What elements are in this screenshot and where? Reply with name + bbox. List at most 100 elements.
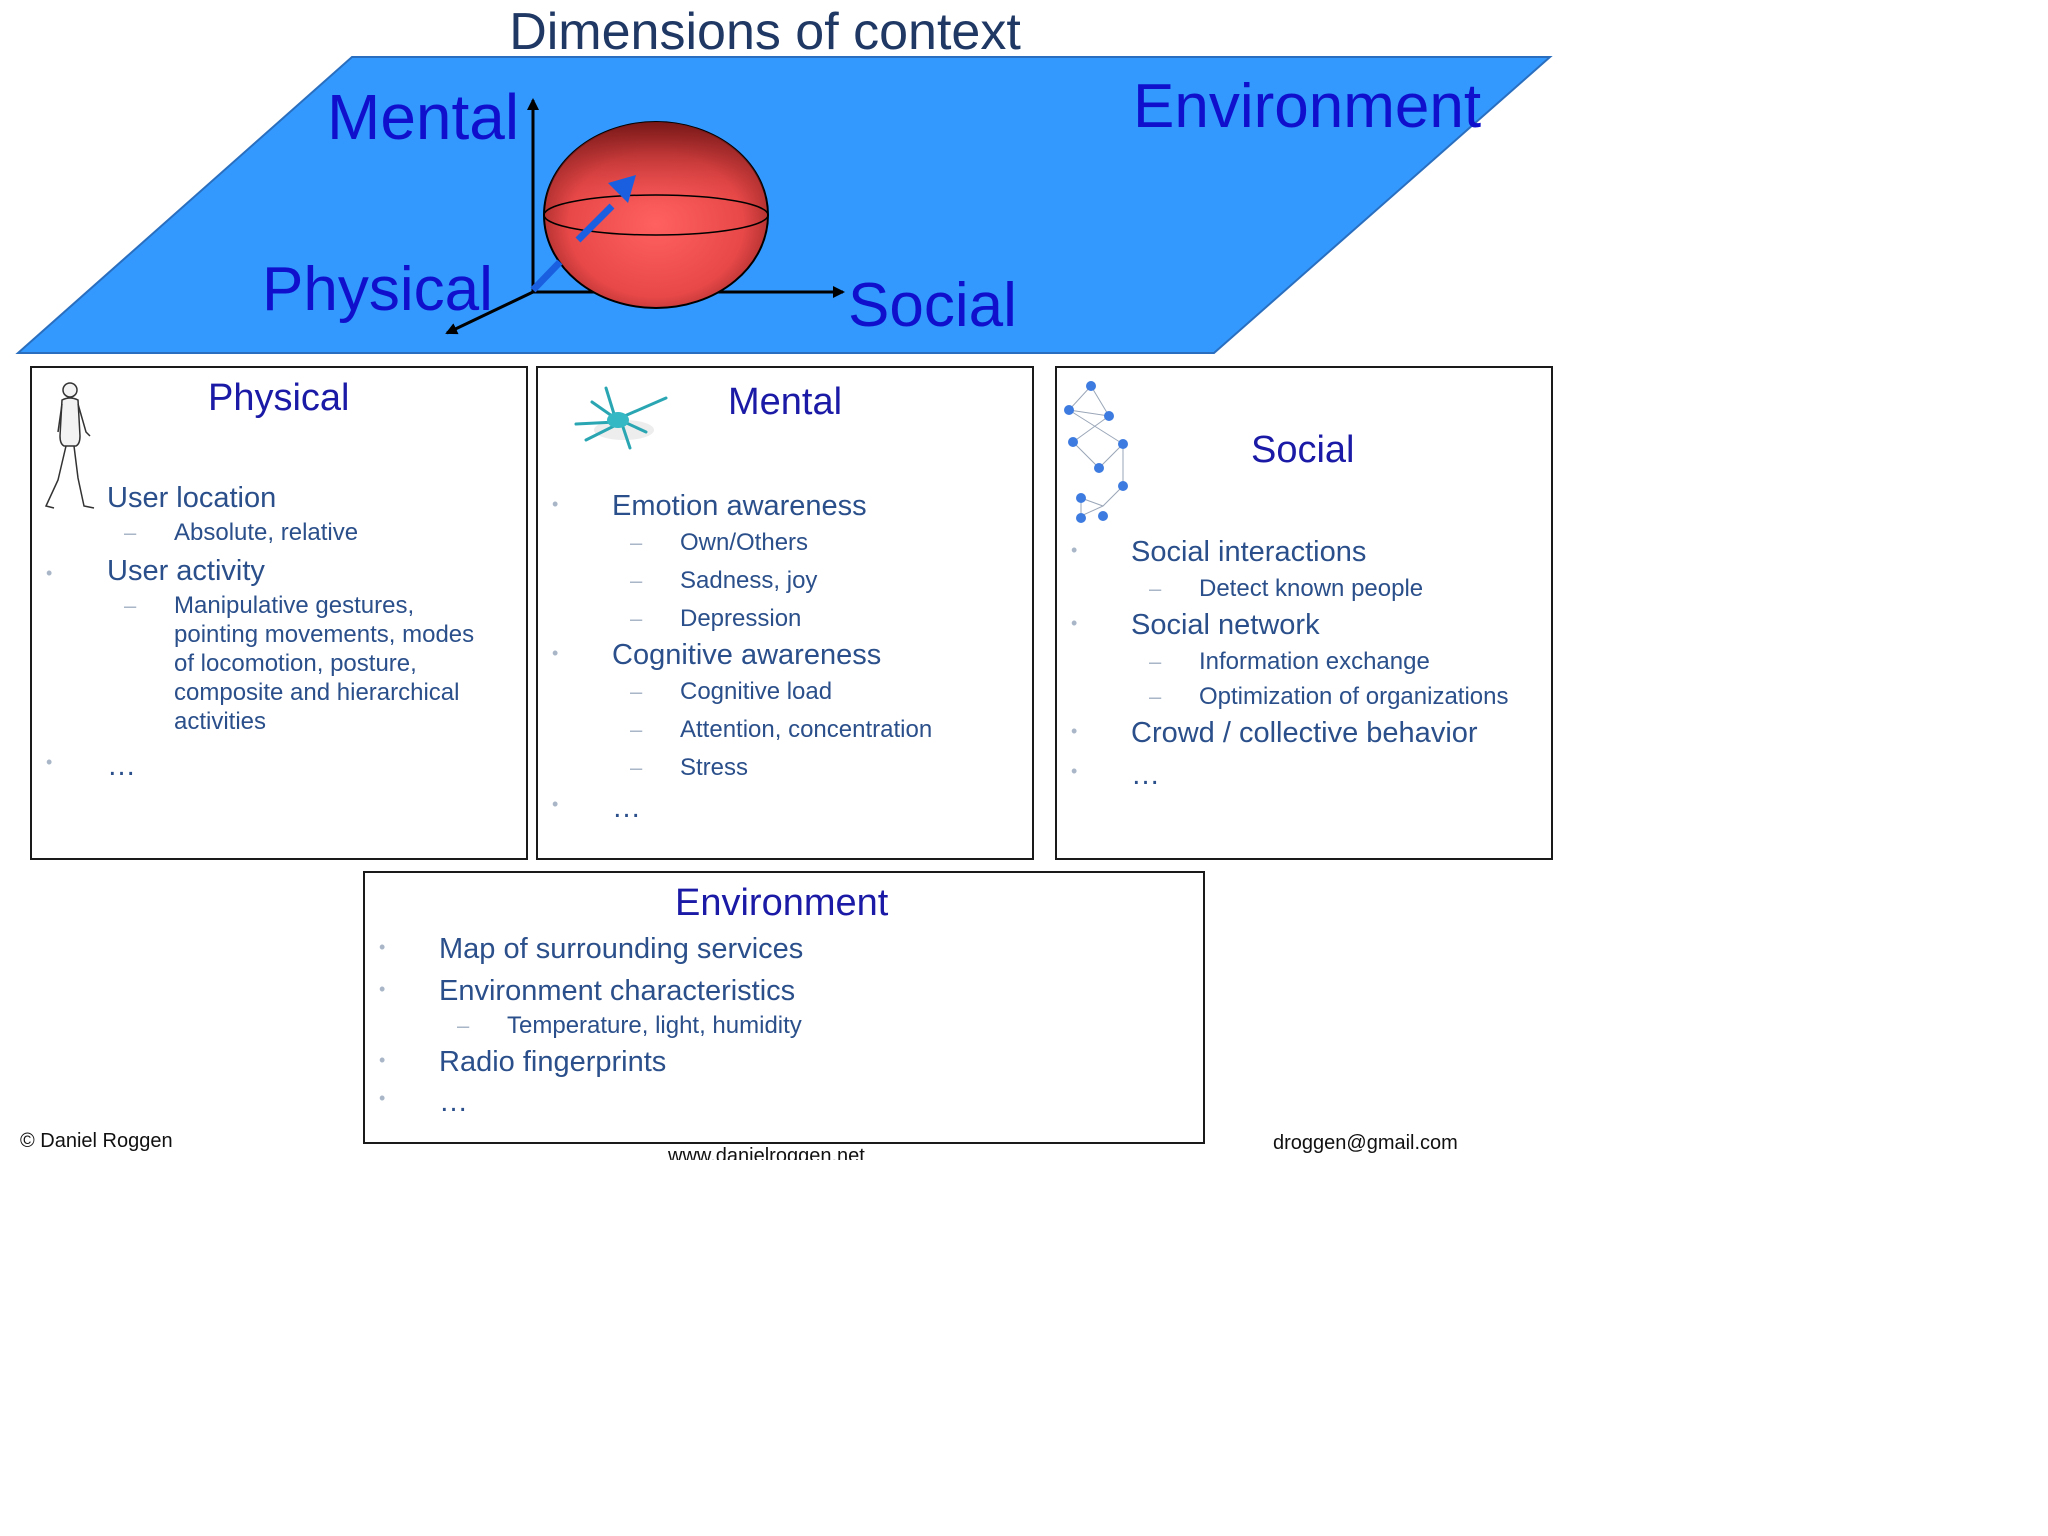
list-item-text: Map of surrounding services	[439, 933, 804, 965]
environment-plane	[15, 56, 1553, 354]
list-item: – Sadness, joy	[538, 566, 1032, 595]
list-item-text: Optimization of organizations	[1199, 683, 1509, 710]
list-item: • Crowd / collective behavior	[1057, 715, 1551, 751]
list-item-text: …	[439, 1086, 468, 1118]
list-item-text: Social network	[1131, 609, 1320, 641]
footer-website[interactable]: www.danielroggen.net	[668, 1146, 865, 1160]
list-item-text: Stress	[680, 754, 749, 781]
list-item: • Social interactions	[1057, 534, 1551, 570]
list-item-text: User location	[107, 482, 277, 514]
list-item: – Stress	[538, 753, 1032, 782]
bullet: •	[379, 1088, 386, 1108]
bullet: •	[552, 494, 559, 514]
social-title: Social	[1251, 429, 1355, 471]
context-sphere	[543, 121, 769, 309]
list-item-text: Cognitive awareness	[612, 639, 882, 671]
list-item-text: Depression	[680, 605, 802, 632]
dash-bullet: –	[124, 593, 137, 618]
bullet: •	[379, 979, 386, 999]
footer-email[interactable]: droggen@gmail.com	[1273, 1132, 1458, 1154]
bullet: •	[1071, 721, 1078, 741]
network-graph-icon	[1064, 381, 1128, 523]
list-item: • User activity	[32, 553, 526, 589]
list-item: • Radio fingerprints	[365, 1044, 1203, 1080]
context-dimensions-diagram: Mental Environment Physical Social	[15, 56, 1553, 354]
dash-bullet: –	[630, 568, 643, 593]
dash-bullet: –	[1149, 684, 1162, 709]
list-item-text: Sadness, joy	[680, 567, 818, 594]
list-item-text: …	[612, 792, 641, 824]
list-item: • …	[365, 1084, 1203, 1120]
bullet: •	[1071, 613, 1078, 633]
dash-bullet: –	[1149, 576, 1162, 601]
bullet: •	[46, 563, 53, 583]
bullet: •	[379, 937, 386, 957]
list-item-text: Emotion awareness	[612, 490, 867, 522]
environment-title: Environment	[675, 882, 889, 924]
mental-box: Mental • Emotion awareness – Own/Others …	[536, 366, 1034, 860]
environment-list: • Map of surrounding services • Environm…	[365, 931, 1203, 1120]
diagram-label-environment: Environment	[1133, 72, 1481, 141]
list-item: – Depression	[538, 604, 1032, 633]
dash-bullet: –	[630, 606, 643, 631]
list-item: • …	[1057, 757, 1551, 793]
list-item-text: Social interactions	[1131, 536, 1367, 568]
social-list: • Social interactions – Detect known peo…	[1057, 534, 1551, 793]
bullet: •	[46, 752, 53, 772]
list-item: – Information exchange	[1057, 647, 1551, 676]
diagram-label-physical: Physical	[262, 255, 493, 324]
list-item-text: …	[1131, 759, 1160, 791]
page-title: Dimensions of context	[509, 3, 1021, 61]
list-item-text: Attention, concentration	[680, 716, 933, 743]
social-box: Social • Social interactions – Detect kn…	[1055, 366, 1553, 860]
dash-bullet: –	[630, 679, 643, 704]
list-item-text: Information exchange	[1199, 648, 1430, 675]
list-item-text: Temperature, light, humidity	[507, 1012, 802, 1039]
list-item: – Attention, concentration	[538, 715, 1032, 744]
list-item: User location	[32, 480, 526, 516]
physical-title: Physical	[208, 377, 350, 419]
list-item: – Temperature, light, humidity	[365, 1011, 1203, 1040]
neuron-icon	[574, 386, 668, 450]
physical-list: User location – Absolute, relative • Use…	[32, 480, 526, 784]
list-item: • …	[538, 790, 1032, 826]
list-item: • Environment characteristics	[365, 973, 1203, 1009]
physical-box: Physical User location – Absolute, relat…	[30, 366, 528, 860]
bullet: •	[1071, 761, 1078, 781]
list-item: • Cognitive awareness	[538, 637, 1032, 673]
list-item: – Optimization of organizations	[1057, 682, 1551, 711]
list-item: • …	[32, 748, 526, 784]
walking-person-icon	[44, 382, 95, 509]
list-item-text: Detect known people	[1199, 575, 1424, 602]
physical-axis	[445, 290, 534, 335]
list-item: • Map of surrounding services	[365, 931, 1203, 967]
list-item-text: Crowd / collective behavior	[1131, 717, 1478, 749]
environment-box: Environment • Map of surrounding service…	[363, 871, 1205, 1144]
dash-bullet: –	[630, 717, 643, 742]
list-item: – Own/Others	[538, 528, 1032, 557]
dash-bullet: –	[1149, 649, 1162, 674]
list-item: • Social network	[1057, 607, 1551, 643]
list-item-text: Manipulative gestures, pointing movement…	[174, 592, 475, 735]
dash-bullet: –	[630, 755, 643, 780]
bullet: •	[552, 794, 559, 814]
footer-author: © Daniel Roggen	[20, 1130, 173, 1152]
mental-list: • Emotion awareness – Own/Others – Sadne…	[538, 488, 1032, 826]
list-item-text: …	[107, 750, 136, 782]
diagram-label-social: Social	[848, 271, 1017, 340]
list-item-text: Cognitive load	[680, 678, 833, 705]
list-item-text: User activity	[107, 555, 265, 587]
list-item-text: Radio fingerprints	[439, 1046, 667, 1078]
list-item: • Emotion awareness	[538, 488, 1032, 524]
list-item-text: Own/Others	[680, 529, 809, 556]
list-item: – Manipulative gestures, pointing moveme…	[32, 591, 494, 736]
bullet: •	[552, 643, 559, 663]
diagram-label-mental: Mental	[327, 81, 519, 153]
bullet: •	[1071, 540, 1078, 560]
list-item-text: Absolute, relative	[174, 519, 359, 546]
list-item-text: Environment characteristics	[439, 975, 796, 1007]
dash-bullet: –	[457, 1013, 470, 1038]
bullet: •	[379, 1050, 386, 1070]
dash-bullet: –	[630, 530, 643, 555]
mental-title: Mental	[728, 381, 843, 423]
